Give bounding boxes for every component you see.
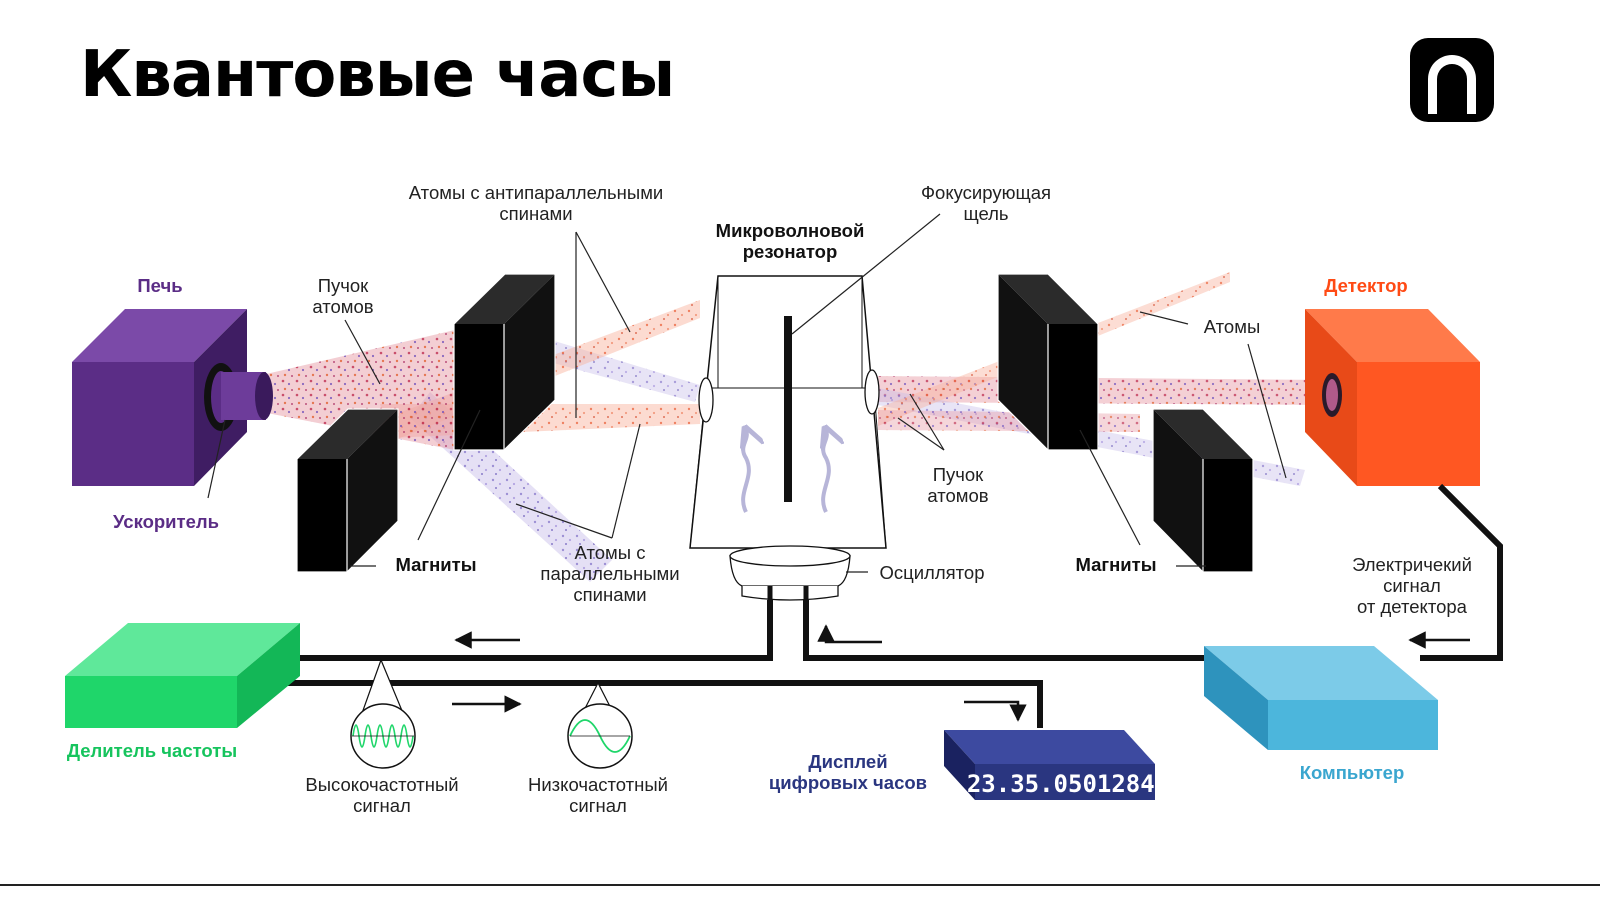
- clock-readout: 23.35.05012847: [967, 770, 1169, 798]
- label-resonator-2: резонатор: [743, 241, 838, 262]
- wave-arrow-right: [823, 430, 829, 513]
- microwave-resonator: [689, 275, 887, 549]
- label-high-freq-1: Высокочастотный: [305, 774, 458, 795]
- label-oscillator: Осциллятор: [879, 562, 984, 583]
- label-parallel-3: спинами: [573, 584, 646, 605]
- label-display-1: Дисплей: [808, 751, 887, 772]
- page-title: Квантовые часы: [80, 38, 675, 112]
- label-atom-beam-left-2: атомов: [312, 296, 373, 317]
- label-oven: Печь: [137, 275, 182, 296]
- bottom-divider: [0, 884, 1600, 886]
- labels: Печь Ускоритель Пучок атомов Атомы с ант…: [67, 182, 1472, 816]
- label-parallel-1: Атомы с: [575, 542, 646, 563]
- magnet-right-bottom: [1152, 408, 1254, 573]
- label-detector: Детектор: [1324, 275, 1407, 296]
- label-antiparallel-1: Атомы с антипараллельными: [409, 182, 664, 203]
- detector-box: [1305, 309, 1480, 486]
- label-high-freq-2: сигнал: [353, 795, 411, 816]
- magnet-right-top: [997, 273, 1099, 451]
- beam-mixed-right: [878, 376, 1330, 405]
- magnet-left-bottom: [296, 408, 399, 573]
- wave-arrow-left: [743, 430, 749, 513]
- low-frequency-signal-lens: [567, 681, 633, 769]
- label-atoms-right: Атомы: [1204, 316, 1261, 337]
- label-accelerator: Ускоритель: [113, 511, 219, 532]
- oscillator: [729, 545, 851, 601]
- label-atom-beam-left-1: Пучок: [318, 275, 369, 296]
- label-display-2: цифровых часов: [769, 772, 927, 793]
- leader-lines: [207, 213, 1287, 573]
- label-resonator-1: Микроволновой: [716, 220, 865, 241]
- frequency-divider-box: [65, 623, 300, 728]
- label-divider: Делитель частоты: [67, 740, 237, 761]
- beam-mixed-left: [262, 330, 455, 450]
- arch-n-logo-icon: [1410, 38, 1494, 122]
- label-atom-beam-right-2: атомов: [927, 485, 988, 506]
- label-low-freq-2: сигнал: [569, 795, 627, 816]
- label-low-freq-1: Низкочастотный: [528, 774, 668, 795]
- label-electric-1: Электричекий: [1352, 554, 1472, 575]
- label-focusing-2: щель: [963, 203, 1008, 224]
- beam-right-lower: [878, 410, 1140, 432]
- label-electric-3: от детектора: [1357, 596, 1468, 617]
- magnet-left-top: [453, 273, 556, 451]
- label-antiparallel-2: спинами: [499, 203, 572, 224]
- label-focusing-1: Фокусирующая: [921, 182, 1051, 203]
- label-parallel-2: параллельными: [540, 563, 679, 584]
- label-atom-beam-right-1: Пучок: [933, 464, 984, 485]
- oven-box: [72, 309, 273, 486]
- digital-clock-display: 23.35.05012847: [944, 730, 1169, 800]
- label-magnets-right: Магниты: [1075, 554, 1156, 575]
- high-frequency-signal-lens: [350, 658, 416, 769]
- signal-wires: [254, 483, 1503, 728]
- focusing-slit: [784, 316, 792, 502]
- label-magnets-left: Магниты: [395, 554, 476, 575]
- computer-box: [1204, 646, 1438, 750]
- label-computer: Компьютер: [1300, 762, 1405, 783]
- label-electric-2: сигнал: [1383, 575, 1441, 596]
